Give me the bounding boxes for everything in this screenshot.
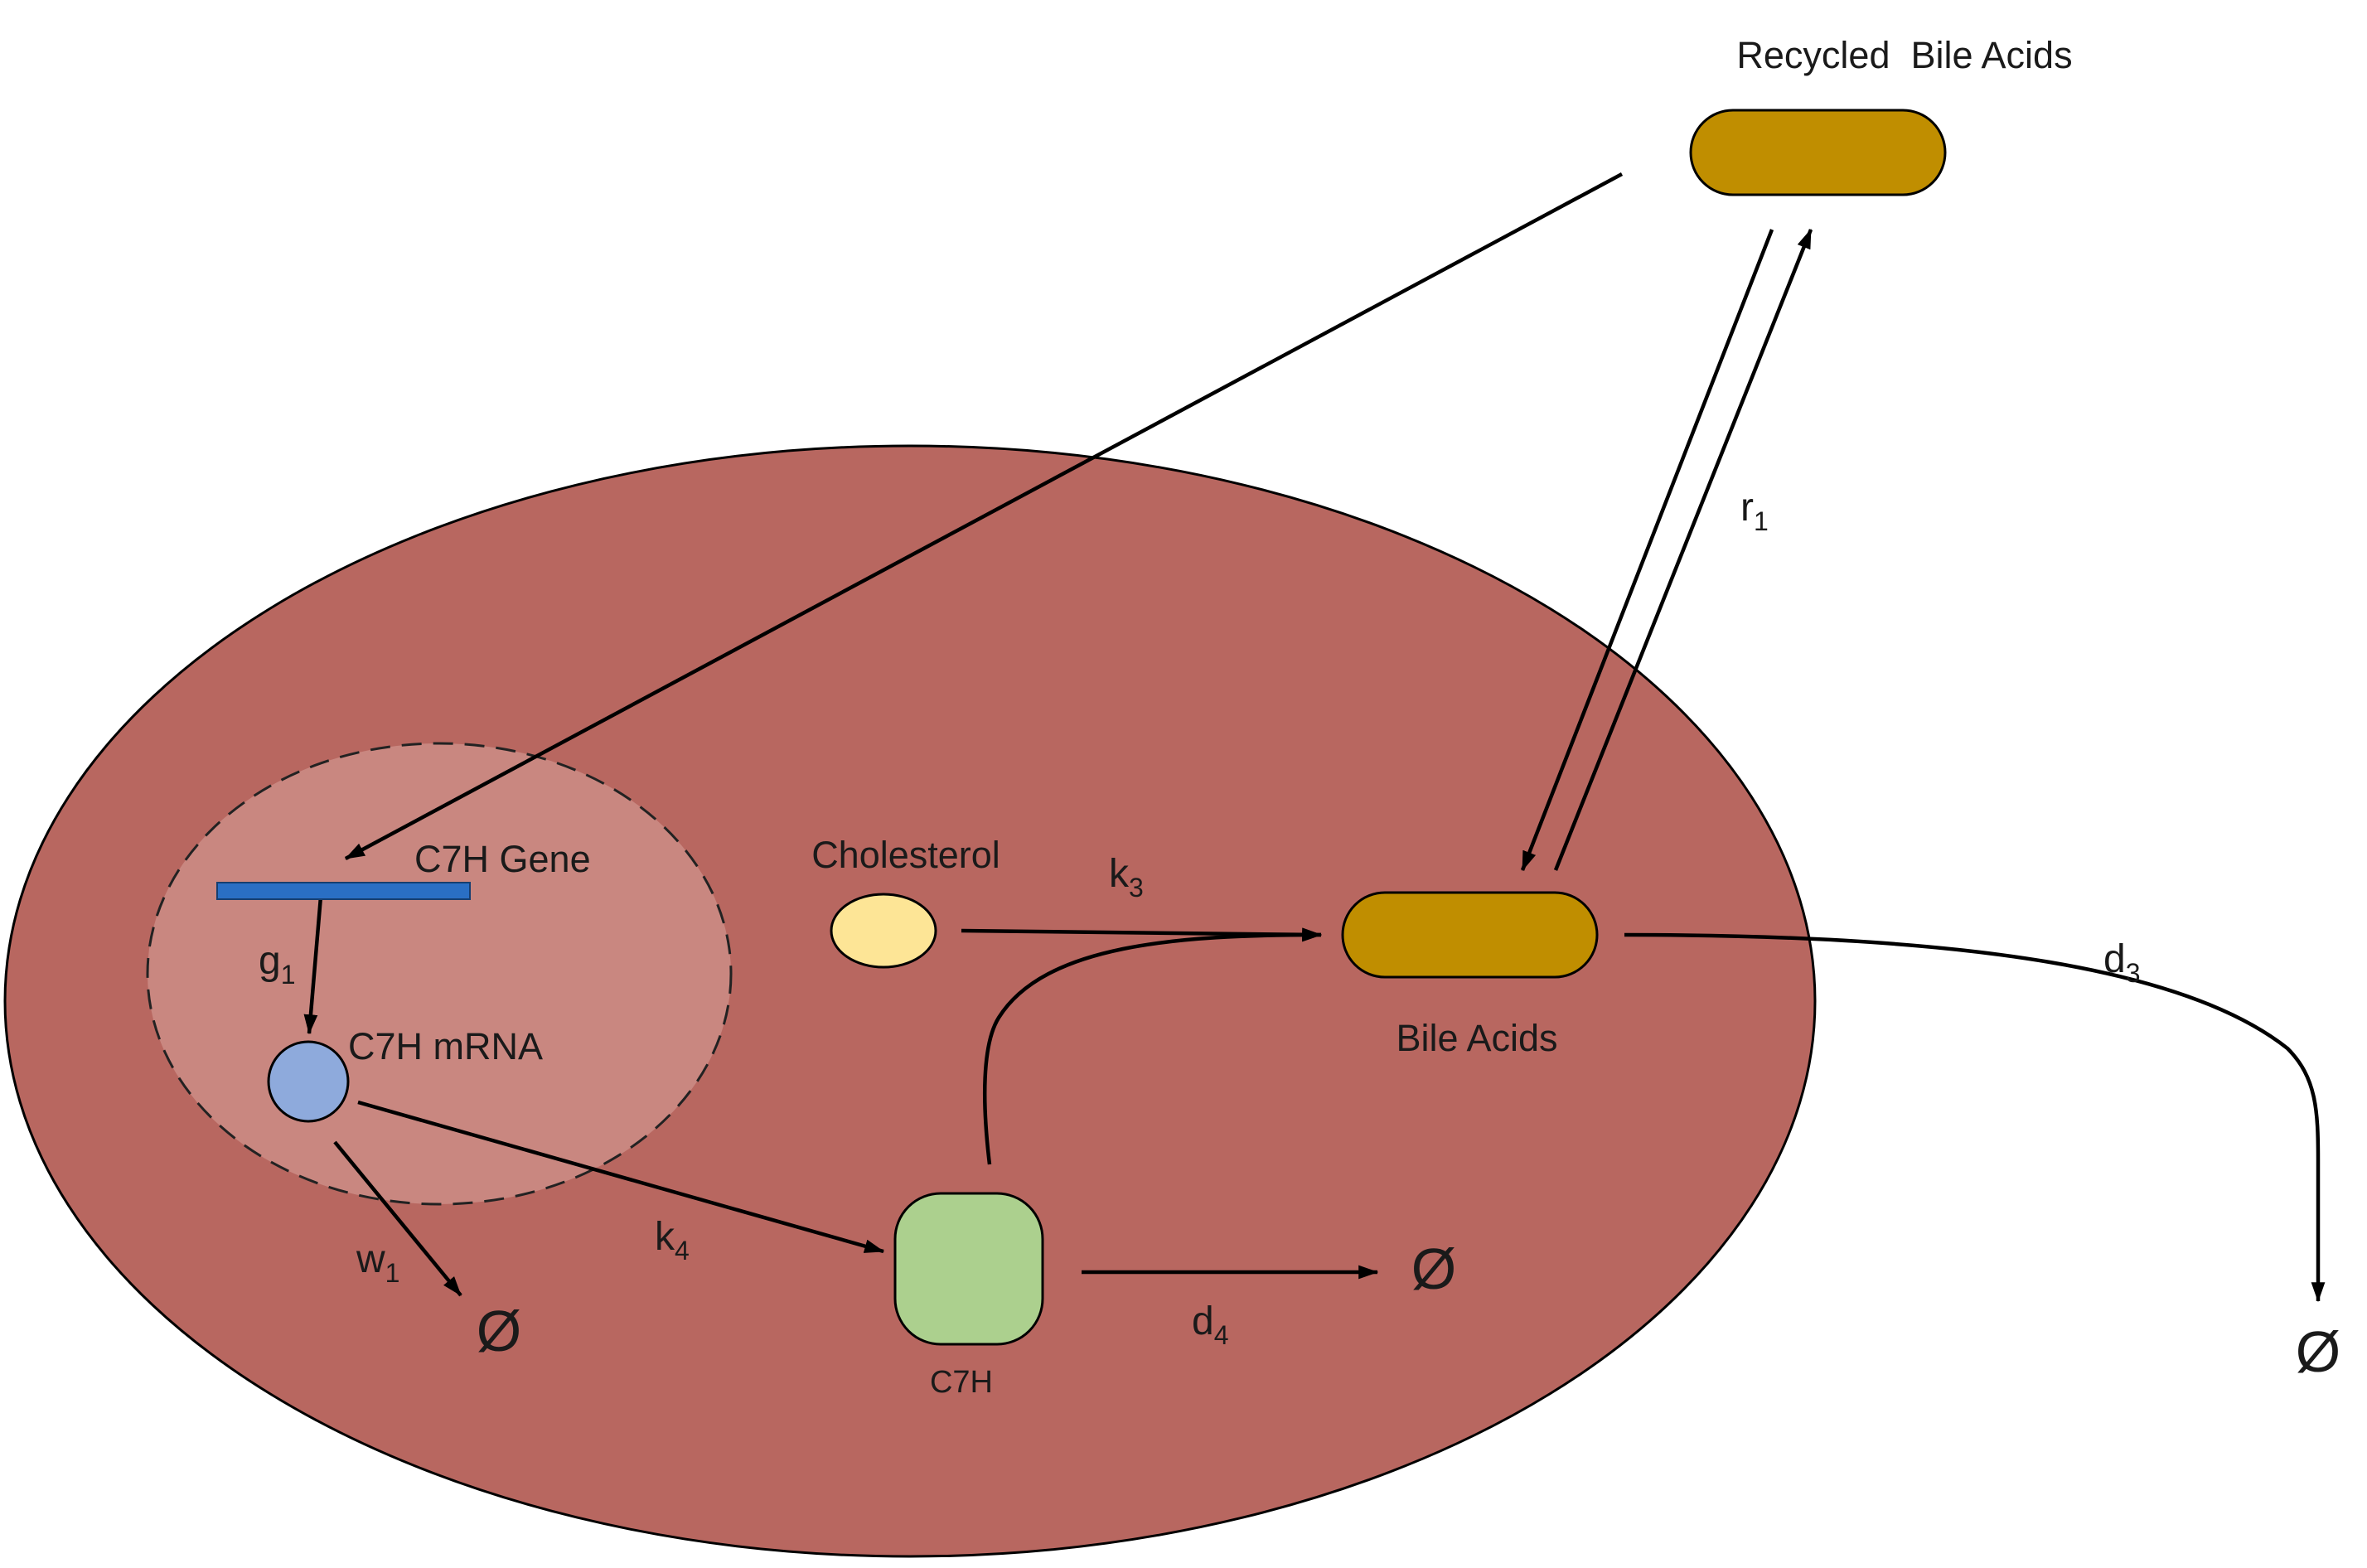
recycled-bile-acids-label: Recycled Bile Acids	[1736, 34, 2072, 76]
rate-k3: k3	[1109, 852, 1144, 903]
recycled-to-gene-arrow	[344, 172, 1624, 860]
bile-to-recycled-arrow	[1553, 228, 1813, 871]
empty-set-c7h: Ø	[1411, 1236, 1456, 1301]
nucleus	[146, 742, 733, 1206]
gene-to-mrna-arrow	[303, 896, 323, 1035]
mrna-degradation-arrow	[333, 1140, 462, 1297]
c7h-catalysis-arrow	[983, 927, 1323, 1165]
rate-r1: r1	[1740, 486, 1769, 536]
c7h-enzyme-label: C7H	[930, 1365, 993, 1400]
bile-excretion-arrow	[1624, 932, 2326, 1303]
c7h-gene-label: C7H Gene	[414, 838, 591, 880]
rate-k4: k4	[655, 1215, 690, 1266]
mrna-to-c7h-arrow	[357, 1100, 885, 1254]
rate-w1: w1	[356, 1237, 399, 1288]
recycled-to-bile-arrow	[1520, 229, 1774, 872]
rate-d3: d3	[2103, 937, 2141, 988]
c7h-gene-bar	[216, 882, 471, 900]
c7h-enzyme-node	[893, 1192, 1044, 1346]
empty-set-bile: Ø	[2296, 1319, 2340, 1384]
cholesterol-node	[830, 893, 937, 969]
c7h-mrna-label: C7H mRNA	[348, 1025, 543, 1067]
recycled-bile-acids-node	[1689, 109, 1947, 196]
c7h-mrna-node	[267, 1040, 350, 1123]
empty-set-mrna: Ø	[477, 1299, 521, 1363]
cholesterol-label: Cholesterol	[811, 834, 1000, 876]
rate-g1: g1	[259, 939, 296, 990]
rate-d4: d4	[1192, 1299, 1229, 1350]
bile-acids-label: Bile Acids	[1396, 1017, 1557, 1059]
bile-acids-node	[1341, 891, 1599, 979]
